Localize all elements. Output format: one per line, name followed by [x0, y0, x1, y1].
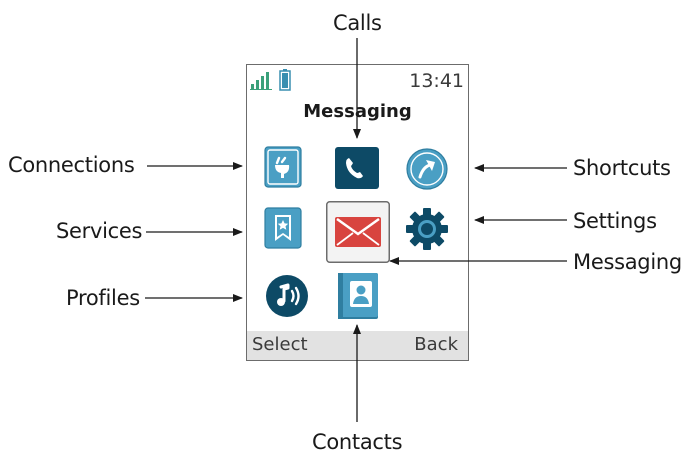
gear-icon	[406, 208, 448, 250]
select-softkey[interactable]: Select	[252, 334, 308, 355]
phone-screen: 13:41 Messaging	[246, 64, 469, 361]
contact-book-icon	[338, 273, 378, 319]
shortcuts-tile[interactable]	[404, 147, 450, 191]
callout-contacts: Contacts	[312, 430, 403, 454]
callout-services: Services	[56, 219, 143, 243]
messaging-tile-selected[interactable]	[326, 201, 390, 263]
connections-tile[interactable]	[264, 146, 302, 188]
clock-time: 13:41	[409, 70, 464, 92]
callout-messaging: Messaging	[573, 250, 682, 274]
signal-strength-icon	[250, 72, 272, 90]
music-note-sound-icon	[266, 275, 308, 317]
callout-calls: Calls	[333, 11, 382, 35]
callout-connections: Connections	[8, 153, 135, 177]
calls-tile[interactable]	[334, 146, 380, 190]
phone-handset-icon	[335, 147, 379, 189]
arrow-circle-icon	[406, 148, 448, 190]
callout-shortcuts: Shortcuts	[573, 156, 671, 180]
envelope-icon	[326, 201, 390, 263]
plug-icon	[264, 146, 302, 188]
battery-icon	[279, 69, 291, 91]
contacts-tile[interactable]	[336, 271, 380, 321]
profiles-tile[interactable]	[265, 274, 309, 318]
status-bar: 13:41	[247, 65, 468, 99]
back-softkey[interactable]: Back	[414, 334, 458, 355]
callout-profiles: Profiles	[66, 286, 140, 310]
bookmark-star-icon	[264, 207, 302, 249]
callout-settings: Settings	[573, 209, 657, 233]
services-tile[interactable]	[264, 207, 302, 249]
settings-tile[interactable]	[403, 206, 451, 252]
